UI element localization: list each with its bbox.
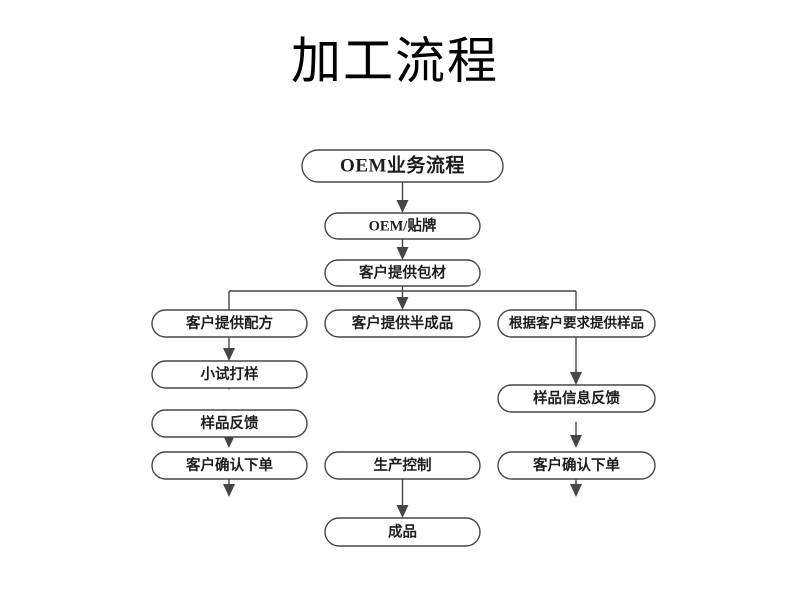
node-root[interactable]: OEM业务流程 (301, 149, 504, 183)
node-packaging[interactable]: 客户提供包材 (324, 259, 481, 287)
node-sample-info-feedback-label: 样品信息反馈 (533, 389, 620, 407)
node-root-label: OEM业务流程 (340, 153, 465, 176)
page-title: 加工流程 (291, 32, 499, 90)
arrowhead-sample-feedback-to-order-left (223, 435, 235, 448)
node-trial-sample-label: 小试打样 (201, 365, 259, 383)
arrowhead-root-to-oem (396, 200, 409, 213)
node-packaging-label: 客户提供包材 (358, 263, 446, 281)
node-sample-feedback[interactable]: 样品反馈 (151, 409, 308, 438)
arrowhead-production-to-finished (396, 505, 409, 518)
node-order-confirm-right[interactable]: 客户确认下单 (497, 451, 656, 480)
node-finished-product-shape (324, 517, 481, 547)
node-sample-info-feedback[interactable]: 样品信息反馈 (497, 384, 656, 413)
node-root-shape (301, 149, 504, 183)
node-order-confirm-left-shape (151, 451, 308, 480)
node-oem-label: OEM/贴牌 (369, 216, 437, 234)
arrowhead-sample-info-to-order-right (570, 435, 582, 448)
node-semi-finished-label: 客户提供半成品 (351, 314, 454, 332)
arrowhead-oem-to-packaging (396, 247, 409, 260)
node-production-control-shape (324, 451, 481, 480)
node-packaging-shape (324, 259, 481, 287)
node-sample-request[interactable]: 根据客户要求提供样品 (497, 309, 656, 338)
node-finished-product[interactable]: 成品 (324, 517, 481, 547)
node-oem[interactable]: OEM/贴牌 (324, 212, 481, 240)
node-sample-request-shape (497, 309, 656, 338)
node-sample-feedback-label: 样品反馈 (201, 414, 259, 432)
arrowhead-order-left-terminal (223, 484, 235, 497)
node-production-control[interactable]: 生产控制 (324, 451, 481, 480)
node-order-confirm-left-label: 客户确认下单 (185, 456, 273, 474)
node-oem-shape (324, 212, 481, 240)
node-formula-label: 客户提供配方 (185, 314, 273, 332)
node-production-control-label: 生产控制 (374, 456, 432, 474)
node-finished-product-label: 成品 (388, 522, 417, 540)
node-formula-shape (151, 309, 308, 338)
node-sample-feedback-shape (151, 409, 308, 438)
node-semi-finished-shape (324, 309, 481, 338)
node-trial-sample-shape (151, 360, 308, 389)
arrowhead-sample-req-to-sample-info (570, 372, 582, 385)
node-formula[interactable]: 客户提供配方 (151, 309, 308, 338)
node-trial-sample[interactable]: 小试打样 (151, 360, 308, 389)
node-order-confirm-right-label: 客户确认下单 (532, 456, 620, 474)
node-order-confirm-right-shape (497, 451, 656, 480)
node-order-confirm-left[interactable]: 客户确认下单 (151, 451, 308, 480)
arrowhead-bus-to-semi (396, 297, 409, 310)
node-semi-finished[interactable]: 客户提供半成品 (324, 309, 481, 338)
arrowhead-formula-to-trial (223, 348, 235, 361)
arrowhead-order-right-terminal (570, 484, 582, 497)
node-sample-info-feedback-shape (497, 384, 656, 413)
node-sample-request-label: 根据客户要求提供样品 (509, 315, 644, 331)
